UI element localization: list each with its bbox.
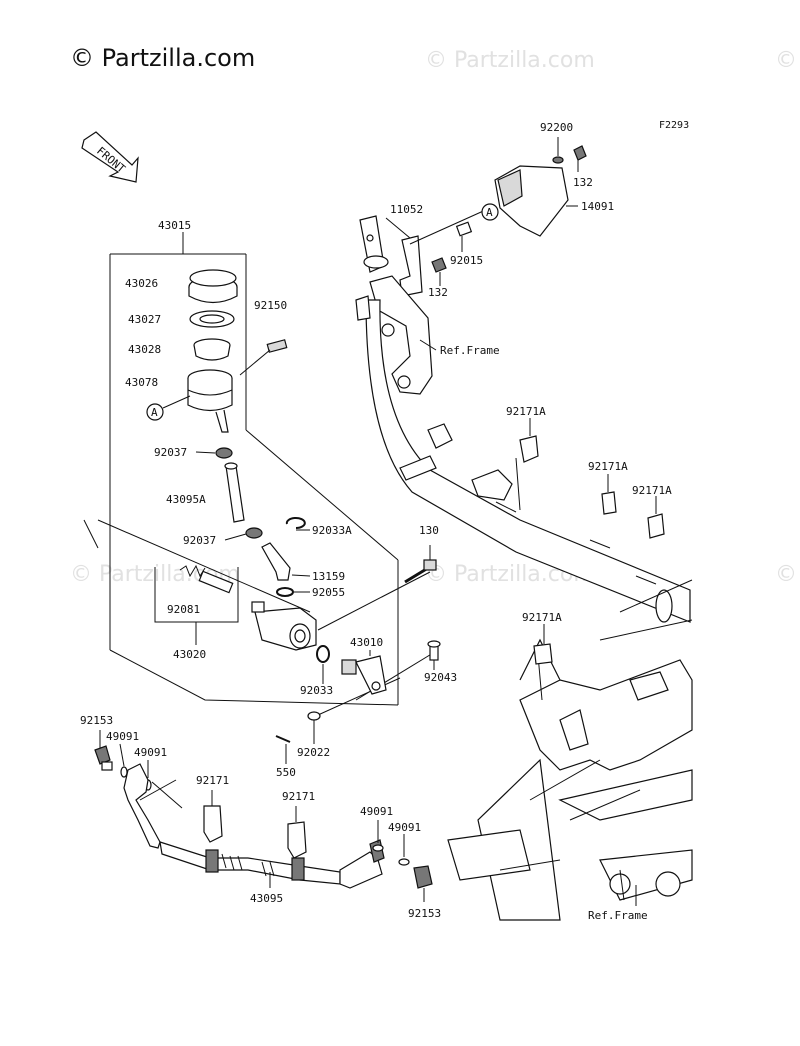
label-92171A-4: 92171A <box>522 611 562 624</box>
o-ring-92055 <box>276 587 310 597</box>
washer-92022 <box>307 711 321 744</box>
collar-92015 <box>455 221 473 252</box>
label-92015: 92015 <box>450 254 483 267</box>
frame-reference <box>355 215 693 921</box>
label-92022: 92022 <box>297 746 330 759</box>
label-43095A: 43095A <box>166 493 206 506</box>
partzilla-watermark: © Partzilla.com <box>70 44 256 72</box>
bolt-92150 <box>239 339 288 376</box>
label-92033: 92033 <box>300 684 333 697</box>
reservoir-cap-43026 <box>188 269 238 304</box>
hose-clamp-92171-a <box>203 790 223 843</box>
label-43015: 43015 <box>158 219 191 232</box>
wire-clamp-92171A-4 <box>533 624 553 665</box>
figure-code: F2293 <box>659 120 690 131</box>
label-ref-frame-lower: Ref.Frame <box>588 909 648 922</box>
faint-watermark-top: © Partzilla.com <box>425 48 595 73</box>
circlip-92033A <box>285 517 310 531</box>
label-92037-lower: 92037 <box>183 534 216 547</box>
label-130: 130 <box>419 524 439 537</box>
label-132-lower: 132 <box>428 286 448 299</box>
label-14091: 14091 <box>581 200 614 213</box>
push-rod-43010 <box>341 650 387 695</box>
diaphragm-43028 <box>193 338 231 361</box>
label-49091-c: 49091 <box>360 805 393 818</box>
label-43020: 43020 <box>173 648 206 661</box>
label-92037-upper: 92037 <box>154 446 187 459</box>
label-49091-d: 49091 <box>388 821 421 834</box>
faint-watermark-edge-top: © <box>775 48 797 73</box>
reservoir-43078 <box>187 369 233 433</box>
label-92043: 92043 <box>424 671 457 684</box>
callout-a-upper: A <box>481 203 499 221</box>
label-43028: 43028 <box>128 343 161 356</box>
label-49091-a: 49091 <box>106 730 139 743</box>
part-labels: 43015 43026 43027 43028 43078 92150 9203… <box>80 121 672 922</box>
label-92171-b: 92171 <box>282 790 315 803</box>
wire-clamp-92171A-2 <box>601 474 617 515</box>
label-92200: 92200 <box>540 121 573 134</box>
banjo-bolt-92153-left <box>94 730 113 771</box>
label-92153-right: 92153 <box>408 907 441 920</box>
master-cylinder-group-lines <box>83 232 439 716</box>
label-43010: 43010 <box>350 636 383 649</box>
bolt-130 <box>404 545 437 584</box>
washer-49091-a <box>119 743 128 778</box>
spring-92081 <box>179 564 206 578</box>
bolt-132-upper <box>573 145 587 172</box>
washer-92200 <box>552 137 564 164</box>
label-43095: 43095 <box>250 892 283 905</box>
label-11052: 11052 <box>390 203 423 216</box>
label-92081: 92081 <box>167 603 200 616</box>
cover-14091 <box>494 165 578 237</box>
label-13159: 13159 <box>312 570 345 583</box>
hose-clamp-92171-b <box>287 806 307 859</box>
bolt-132-lower <box>431 257 447 286</box>
label-92153-left: 92153 <box>80 714 113 727</box>
label-92055: 92055 <box>312 586 345 599</box>
diaphragm-plate-43027 <box>189 310 235 328</box>
label-92150: 92150 <box>254 299 287 312</box>
label-43027: 43027 <box>128 313 161 326</box>
fitting-13159 <box>261 542 311 581</box>
pin-92043 <box>427 640 441 670</box>
master-cylinder-body <box>251 601 317 651</box>
front-arrow-icon: FRONT <box>81 131 139 183</box>
svg-text:A: A <box>151 406 158 419</box>
washer-49091-c <box>372 820 384 852</box>
svg-text:A: A <box>486 206 493 219</box>
label-550: 550 <box>276 766 296 779</box>
hose-43095 <box>123 763 341 888</box>
faint-watermark-edge-mid: © <box>775 562 797 587</box>
label-132-upper: 132 <box>573 176 593 189</box>
hose-43095A <box>224 462 245 523</box>
banjo-bolt-92153-right <box>413 865 433 902</box>
label-43078: 43078 <box>125 376 158 389</box>
cotter-pin-550 <box>275 735 291 764</box>
piston-43020 <box>198 570 234 594</box>
label-92171-a: 92171 <box>196 774 229 787</box>
label-92171A-3: 92171A <box>632 484 672 497</box>
callout-a-lower: A <box>146 395 191 421</box>
label-92033A: 92033A <box>312 524 352 537</box>
washer-49091-d <box>398 834 410 866</box>
bracket-11052 <box>385 207 491 297</box>
clamp-92037-upper <box>195 447 233 459</box>
clamp-92037-lower <box>224 527 263 541</box>
circlip-92033 <box>316 645 330 684</box>
ref-frame-leader-upper <box>419 339 437 351</box>
label-92171A-1: 92171A <box>506 405 546 418</box>
label-92171A-2: 92171A <box>588 460 628 473</box>
label-ref-frame-upper: Ref.Frame <box>440 344 500 357</box>
wire-clamp-92171A-1 <box>519 418 539 463</box>
label-43026: 43026 <box>125 277 158 290</box>
wire-clamp-92171A-3 <box>647 496 665 539</box>
label-49091-b: 49091 <box>134 746 167 759</box>
